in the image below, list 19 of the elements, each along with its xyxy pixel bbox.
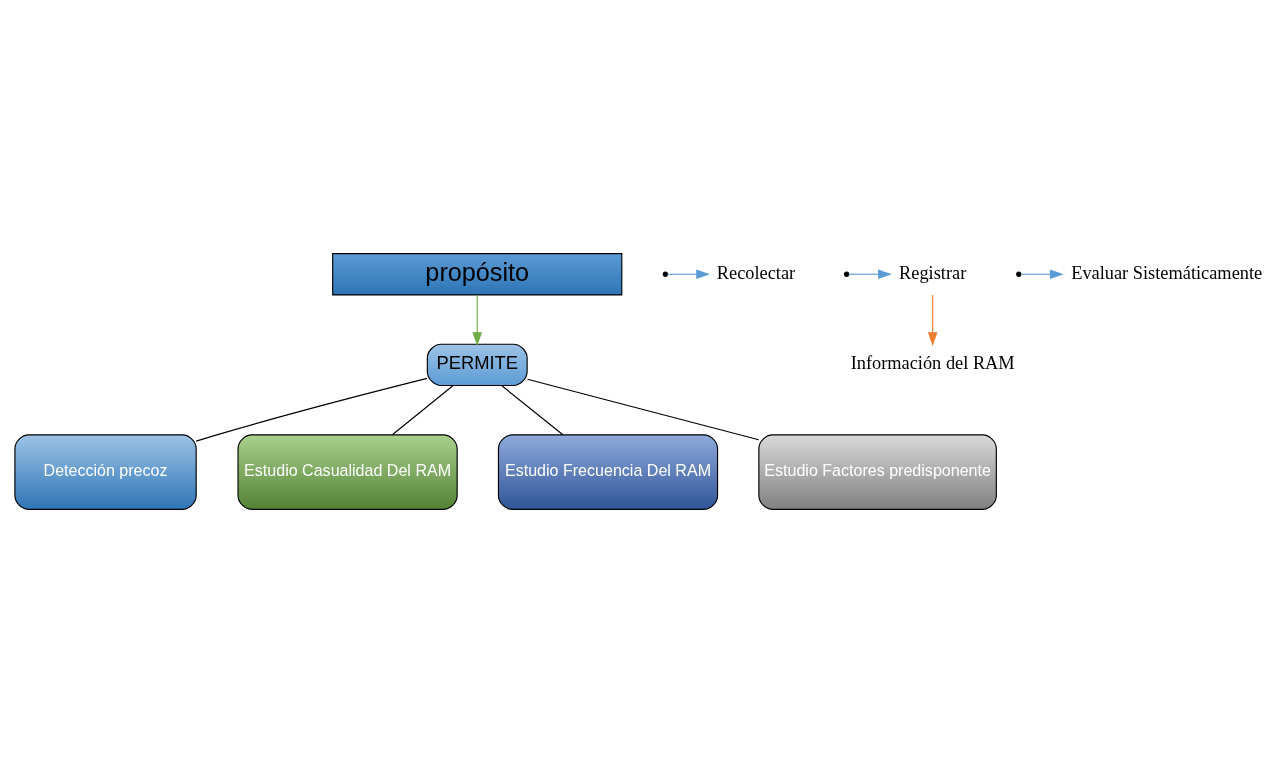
connector — [501, 385, 564, 436]
arrow — [666, 269, 711, 280]
node-box: Estudio Factores predisponente — [758, 434, 997, 510]
node-text: Información del RAM — [850, 353, 1015, 374]
node-box: Detección precoz — [14, 434, 197, 510]
node-text: Recolectar — [716, 262, 796, 283]
arrow — [1020, 269, 1064, 280]
node-box: propósito — [332, 253, 623, 296]
arrow — [472, 294, 483, 346]
connector — [391, 385, 454, 436]
node-box: Estudio Casualidad Del RAM — [237, 434, 458, 510]
connector — [195, 377, 428, 442]
connector — [526, 378, 760, 441]
node-text: Evaluar Sistemáticamente — [1071, 262, 1263, 283]
arrow — [927, 294, 938, 346]
node-box: Estudio Frecuencia Del RAM — [497, 434, 719, 510]
arrow — [848, 269, 892, 280]
node-box: PERMITE — [426, 343, 528, 387]
node-text: Registrar — [899, 262, 967, 283]
